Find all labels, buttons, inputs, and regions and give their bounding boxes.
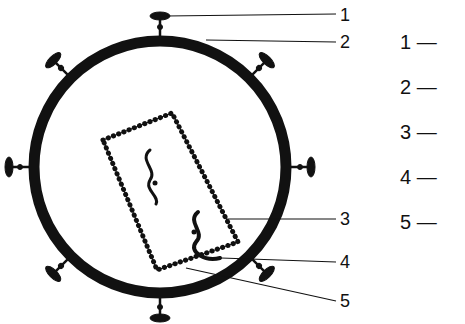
leader-lines: [166, 14, 336, 301]
capsid: [103, 113, 238, 270]
envelope-ring: [34, 41, 286, 293]
answer-line: 3 —: [400, 122, 437, 142]
answer-line: 4 —: [400, 167, 437, 187]
nucleic-acid: [146, 150, 157, 204]
callout-number: 5: [340, 292, 350, 310]
nucleic-dot: [153, 181, 158, 186]
callout-number: 3: [340, 210, 350, 228]
spikes: [5, 12, 315, 322]
callout-number: 1: [340, 6, 350, 24]
capsid-line: [103, 113, 238, 270]
nucleic-acid: [194, 212, 220, 259]
callout-number: 2: [340, 33, 350, 51]
answer-line: 5 —: [400, 212, 437, 232]
answer-line: 2 —: [400, 77, 437, 97]
callout-number: 4: [340, 253, 350, 271]
answer-line: 1 —: [400, 32, 437, 52]
nucleic-dot: [192, 230, 197, 235]
